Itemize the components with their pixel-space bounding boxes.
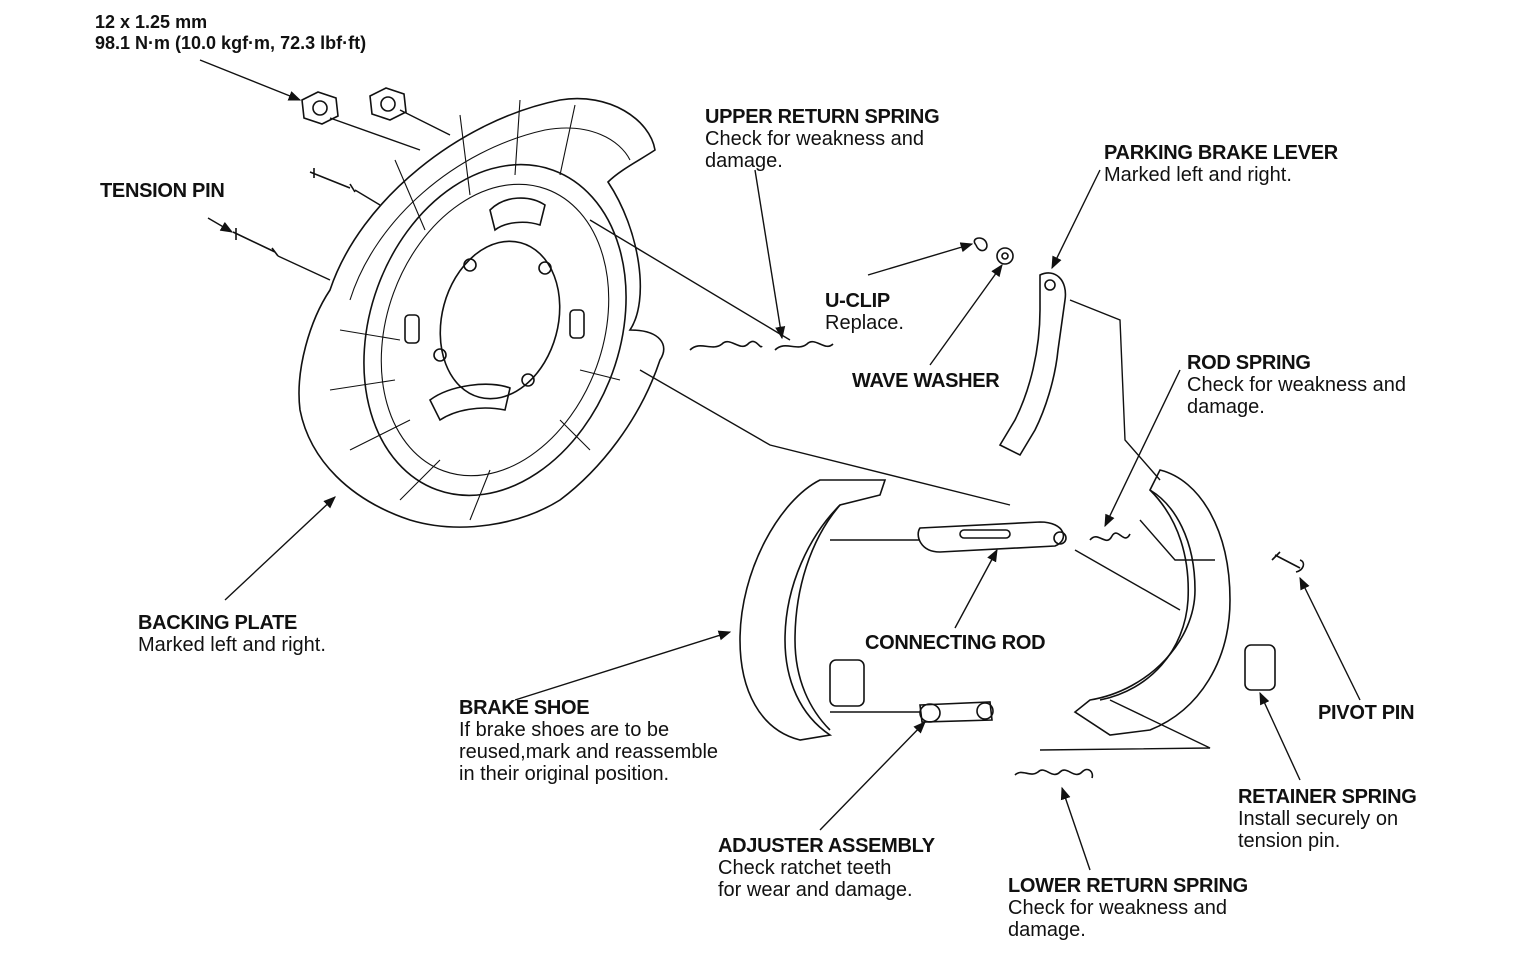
brake-shoe-title: BRAKE SHOE bbox=[459, 697, 590, 719]
brake-shoe-note-2: reused,mark and reassemble bbox=[459, 741, 719, 763]
torque-spec: 12 x 1.25 mm 98.1 N·m (10.0 kgf·m, 72.3 … bbox=[95, 12, 366, 54]
u-clip-title: U-CLIP bbox=[825, 290, 890, 312]
right-brake-shoe-drawing bbox=[1039, 469, 1276, 751]
parking-brake-lever-drawing bbox=[973, 237, 1161, 481]
tension-pin-label: TENSION PIN bbox=[100, 180, 225, 202]
torque-value: 98.1 N·m (10.0 kgf·m, 72.3 lbf·ft) bbox=[95, 33, 367, 53]
lower-return-spring-note-1: Check for weakness and bbox=[1008, 897, 1228, 919]
pivot-pin-drawing bbox=[1271, 551, 1305, 573]
left-brake-shoe-drawing bbox=[739, 479, 920, 741]
rod-spring-note-2: damage. bbox=[1187, 396, 1265, 418]
tension-pin-title: TENSION PIN bbox=[100, 180, 225, 202]
torque-thread: 12 x 1.25 mm bbox=[95, 12, 208, 32]
connecting-rod-title: CONNECTING ROD bbox=[865, 632, 1046, 654]
wave-washer-label: WAVE WASHER bbox=[852, 370, 1000, 392]
upper-return-spring-label: UPPER RETURN SPRING Check for weakness a… bbox=[705, 106, 940, 172]
upper-return-spring-note-2: damage. bbox=[705, 150, 783, 172]
rod-spring-title: ROD SPRING bbox=[1187, 352, 1311, 374]
pivot-pin-title: PIVOT PIN bbox=[1318, 702, 1415, 724]
retainer-spring-note-1: Install securely on bbox=[1238, 808, 1399, 830]
adjuster-assembly-title: ADJUSTER ASSEMBLY bbox=[718, 835, 935, 857]
retainer-spring-label: RETAINER SPRING Install securely on tens… bbox=[1238, 786, 1417, 852]
parking-brake-lever-note: Marked left and right. bbox=[1104, 164, 1292, 186]
connecting-rod-label: CONNECTING ROD bbox=[865, 632, 1046, 654]
upper-return-spring-title: UPPER RETURN SPRING bbox=[705, 106, 940, 128]
brake-shoe-note-1: If brake shoes are to be bbox=[459, 719, 670, 741]
lower-return-spring-title: LOWER RETURN SPRING bbox=[1008, 875, 1248, 897]
adjuster-assembly-note-2: for wear and damage. bbox=[718, 879, 913, 901]
adjuster-assembly-note-1: Check ratchet teeth bbox=[718, 857, 892, 879]
backing-plate-drawing bbox=[298, 97, 665, 528]
lower-return-spring-label: LOWER RETURN SPRING Check for weakness a… bbox=[1008, 875, 1248, 941]
rod-spring-note-1: Check for weakness and bbox=[1187, 374, 1407, 396]
hardware-nuts-pins bbox=[232, 87, 451, 281]
parking-brake-lever-label: PARKING BRAKE LEVER Marked left and righ… bbox=[1104, 142, 1338, 186]
adjuster-assembly-drawing bbox=[919, 701, 994, 723]
wave-washer-title: WAVE WASHER bbox=[852, 370, 1000, 392]
upper-return-spring-drawing bbox=[589, 219, 834, 351]
brake-shoe-label: BRAKE SHOE If brake shoes are to be reus… bbox=[459, 697, 718, 785]
retainer-spring-note-2: tension pin. bbox=[1238, 830, 1341, 852]
rod-spring-label: ROD SPRING Check for weakness and damage… bbox=[1187, 352, 1406, 418]
pivot-pin-label: PIVOT PIN bbox=[1318, 702, 1415, 724]
adjuster-assembly-label: ADJUSTER ASSEMBLY Check ratchet teeth fo… bbox=[718, 835, 935, 901]
retainer-spring-title: RETAINER SPRING bbox=[1238, 786, 1417, 808]
leader-arrows bbox=[199, 59, 1361, 871]
u-clip-label: U-CLIP Replace. bbox=[825, 290, 904, 334]
u-clip-note: Replace. bbox=[825, 312, 904, 334]
brake-shoe-note-3: in their original position. bbox=[459, 763, 670, 785]
upper-return-spring-note-1: Check for weakness and bbox=[705, 128, 925, 150]
lower-return-spring-drawing bbox=[1014, 768, 1094, 779]
backing-plate-label: BACKING PLATE Marked left and right. bbox=[138, 612, 326, 656]
backing-plate-note: Marked left and right. bbox=[138, 634, 326, 656]
backing-plate-title: BACKING PLATE bbox=[138, 612, 298, 634]
lower-return-spring-note-2: damage. bbox=[1008, 919, 1086, 941]
connecting-rod-drawing bbox=[639, 369, 1131, 553]
parking-brake-lever-title: PARKING BRAKE LEVER bbox=[1104, 142, 1338, 164]
